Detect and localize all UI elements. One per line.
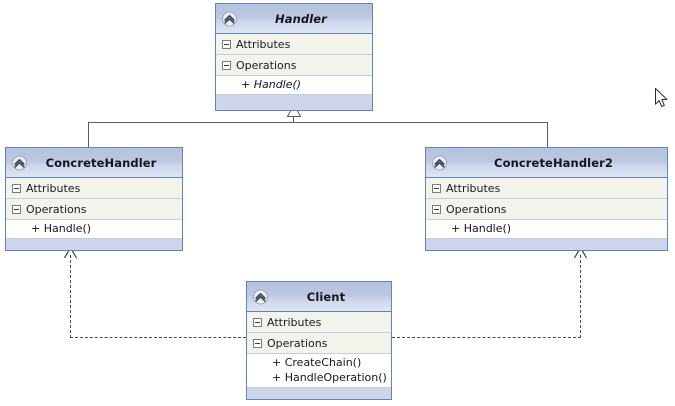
class-footer-client bbox=[247, 387, 391, 399]
dependency-line-right bbox=[392, 337, 581, 338]
member-item[interactable]: + HandleOperation() bbox=[272, 371, 387, 384]
compartment-label-attributes: Attributes bbox=[267, 315, 322, 329]
member-list-client-operations: + CreateChain() + HandleOperation() bbox=[247, 354, 391, 387]
compartment-label-operations: Operations bbox=[236, 58, 297, 72]
dependency-riser-right bbox=[580, 255, 581, 338]
compartment-attributes-concretehandler2[interactable]: Attributes bbox=[426, 178, 667, 199]
compartment-attributes-client[interactable]: Attributes bbox=[247, 312, 391, 333]
class-box-handler[interactable]: Handler Attributes Operations + Handle() bbox=[215, 3, 373, 111]
double-chevron-up-icon bbox=[431, 154, 448, 171]
compartment-operations-client[interactable]: Operations bbox=[247, 333, 391, 354]
compartment-label-operations: Operations bbox=[26, 202, 87, 216]
compartment-label-attributes: Attributes bbox=[26, 181, 81, 195]
compartment-label-attributes: Attributes bbox=[446, 181, 501, 195]
double-chevron-up-icon bbox=[11, 154, 28, 171]
class-header-concretehandler2: ConcreteHandler2 bbox=[426, 148, 667, 178]
class-box-concretehandler[interactable]: ConcreteHandler Attributes Operations + … bbox=[5, 147, 183, 251]
double-chevron-up-icon bbox=[252, 288, 269, 305]
dependency-riser-left bbox=[70, 255, 71, 338]
compartment-operations-concretehandler[interactable]: Operations bbox=[6, 199, 182, 220]
member-item[interactable]: + Handle() bbox=[451, 222, 512, 235]
class-box-client[interactable]: Client Attributes Operations + CreateCha… bbox=[246, 281, 392, 400]
class-footer-concretehandler bbox=[6, 238, 182, 250]
collapse-toggle-icon[interactable] bbox=[222, 60, 231, 70]
collapse-toggle-icon[interactable] bbox=[12, 183, 21, 193]
member-item[interactable]: + Handle() bbox=[31, 222, 92, 235]
class-header-concretehandler: ConcreteHandler bbox=[6, 148, 182, 178]
compartment-attributes-concretehandler[interactable]: Attributes bbox=[6, 178, 182, 199]
compartment-label-attributes: Attributes bbox=[236, 37, 291, 51]
member-list-concretehandler2-operations: + Handle() bbox=[426, 220, 667, 238]
compartment-operations-concretehandler2[interactable]: Operations bbox=[426, 199, 667, 220]
collapse-toggle-icon[interactable] bbox=[222, 39, 231, 49]
collapse-toggle-icon[interactable] bbox=[253, 338, 262, 348]
class-name-concretehandler: ConcreteHandler bbox=[45, 155, 157, 170]
double-chevron-up-icon bbox=[221, 10, 238, 27]
class-footer-handler bbox=[216, 94, 372, 110]
class-name-handler: Handler bbox=[275, 11, 327, 26]
collapse-toggle-icon[interactable] bbox=[432, 183, 441, 193]
compartment-operations-handler[interactable]: Operations bbox=[216, 55, 372, 76]
compartment-label-operations: Operations bbox=[267, 336, 328, 350]
collapse-toggle-icon[interactable] bbox=[432, 204, 441, 214]
member-item[interactable]: + Handle() bbox=[241, 78, 302, 91]
class-name-concretehandler2: ConcreteHandler2 bbox=[494, 155, 613, 170]
generalization-drop-concretehandler2 bbox=[547, 122, 548, 147]
class-name-client: Client bbox=[306, 289, 346, 304]
member-item[interactable]: + CreateChain() bbox=[272, 356, 362, 369]
generalization-spine bbox=[88, 122, 548, 123]
class-header-client: Client bbox=[247, 282, 391, 312]
member-list-handler-operations: + Handle() bbox=[216, 76, 372, 94]
dependency-line-left bbox=[70, 337, 246, 338]
class-header-handler: Handler bbox=[216, 4, 372, 34]
compartment-label-operations: Operations bbox=[446, 202, 507, 216]
mouse-arrow-cursor-icon bbox=[655, 88, 669, 109]
generalization-drop-concretehandler bbox=[88, 122, 89, 147]
compartment-attributes-handler[interactable]: Attributes bbox=[216, 34, 372, 55]
class-footer-concretehandler2 bbox=[426, 238, 667, 250]
class-box-concretehandler2[interactable]: ConcreteHandler2 Attributes Operations +… bbox=[425, 147, 668, 251]
collapse-toggle-icon[interactable] bbox=[253, 317, 262, 327]
member-list-concretehandler-operations: + Handle() bbox=[6, 220, 182, 238]
collapse-toggle-icon[interactable] bbox=[12, 204, 21, 214]
